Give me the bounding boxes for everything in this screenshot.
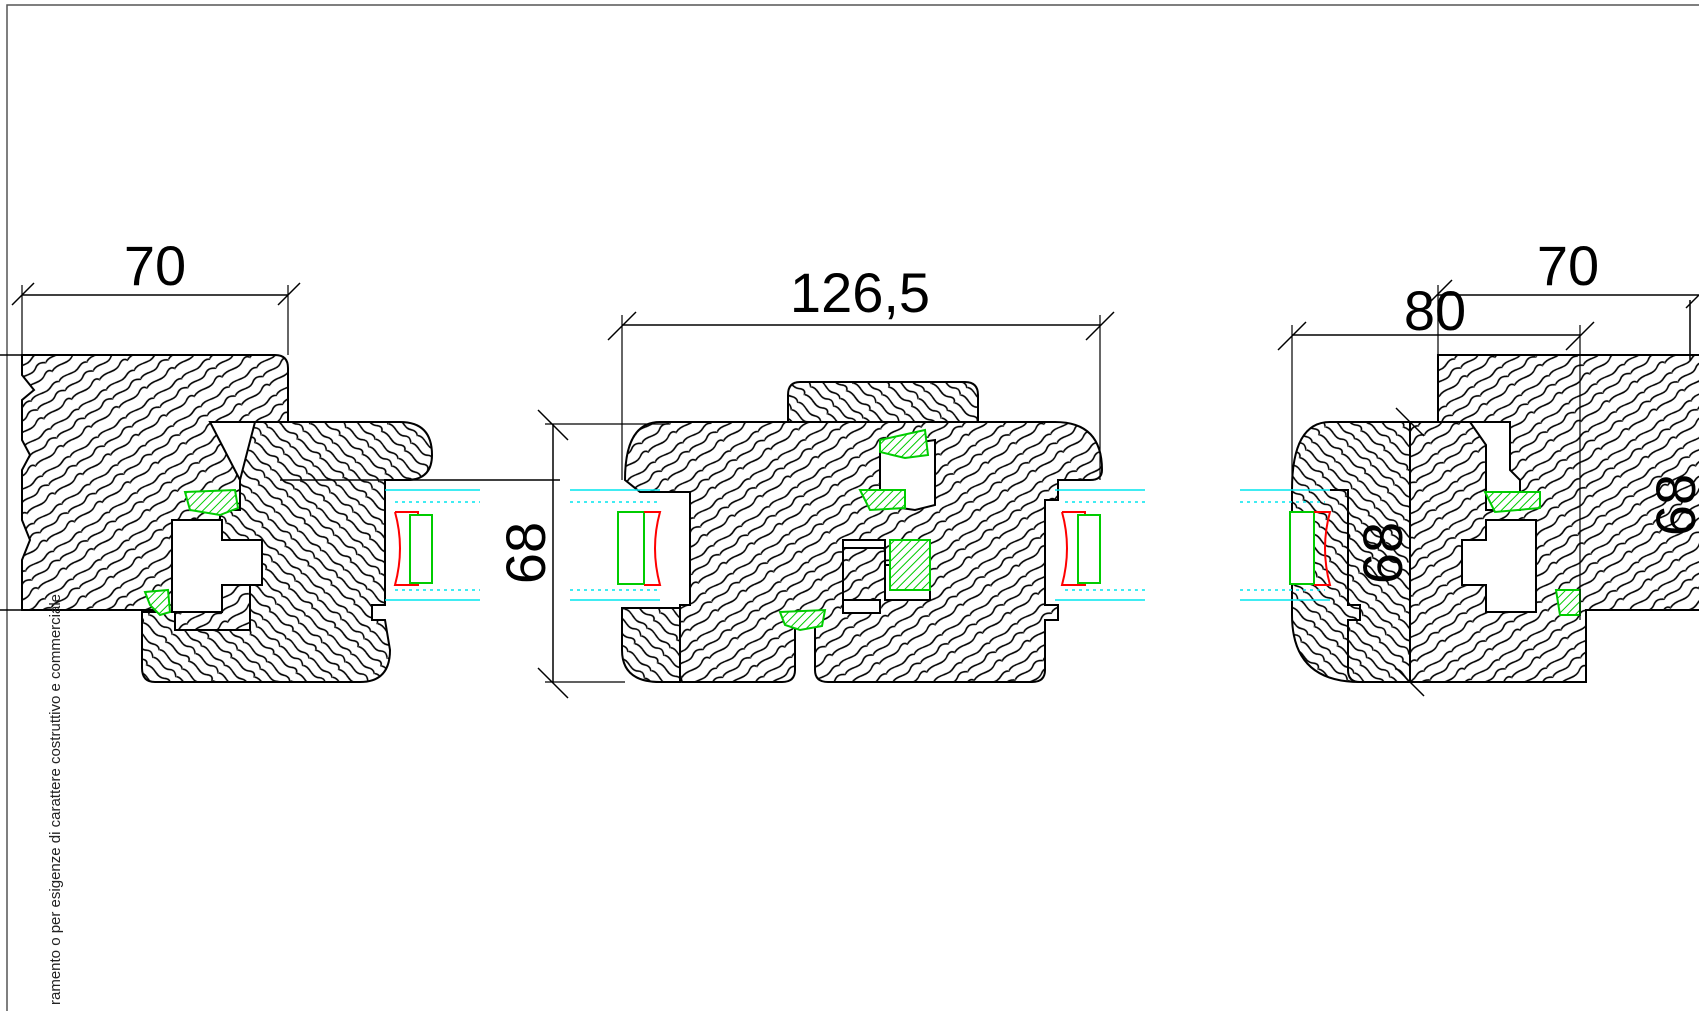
center-glass-right-sealant [1060, 511, 1086, 586]
right-frame-wood [1409, 354, 1699, 683]
center-hardware-block [889, 539, 931, 591]
dimension-right-height: 68 [1351, 407, 1425, 697]
left-glass-sealant [393, 511, 419, 586]
center-profile-section [570, 381, 1145, 683]
dimension-right-width-b: 70 [1423, 234, 1699, 422]
dimension-label-center-height: 68 [494, 522, 557, 584]
center-glass-left-spacer [617, 511, 645, 585]
dimension-label-right-partial: 68 [1644, 474, 1699, 536]
right-top-gasket [1483, 491, 1541, 514]
side-note: ramento o per esigenze di carattere cost… [47, 594, 64, 1005]
right-bottom-gasket [1554, 589, 1581, 616]
center-cavity [842, 539, 931, 614]
dimension-label-right-height: 68 [1351, 522, 1414, 584]
center-glass-left-sealant [644, 511, 662, 586]
center-gasket-mid [858, 489, 906, 512]
dimension-right-partial: 68 [1644, 300, 1699, 536]
left-bottom-gasket [143, 588, 172, 617]
right-glass-sealant [1314, 511, 1332, 586]
center-glass-right-spacer [1077, 514, 1101, 584]
dimension-label-right-width-b: 70 [1537, 234, 1599, 297]
left-top-gasket [183, 488, 240, 517]
left-cavity [171, 519, 263, 613]
left-glass-spacer [409, 514, 433, 584]
dimension-left-width: 70 [11, 234, 301, 355]
dimension-label-center-width: 126,5 [790, 261, 930, 324]
dimension-label-right-width-a: 80 [1404, 279, 1466, 342]
drawing-frame [6, 4, 1699, 1011]
right-inner-bead [1330, 422, 1411, 683]
center-left-bead [621, 607, 681, 683]
center-mullion-top-block [787, 381, 979, 423]
dimension-right-width-a: 80 [1277, 279, 1595, 620]
dimension-center-height: 68 [494, 409, 665, 699]
right-sash-wood [1291, 421, 1411, 683]
center-gasket-bottom [778, 608, 827, 632]
right-cavity [1461, 519, 1537, 613]
left-profile-section [21, 354, 560, 683]
left-sash-wood [141, 421, 434, 683]
right-profile-section [1240, 354, 1699, 683]
right-glass-spacer [1289, 511, 1315, 585]
center-gasket-upper [879, 428, 930, 460]
center-main-wood [623, 421, 1104, 683]
dimension-label-left-width: 70 [124, 234, 186, 297]
dimension-center-width: 126,5 [607, 261, 1115, 480]
